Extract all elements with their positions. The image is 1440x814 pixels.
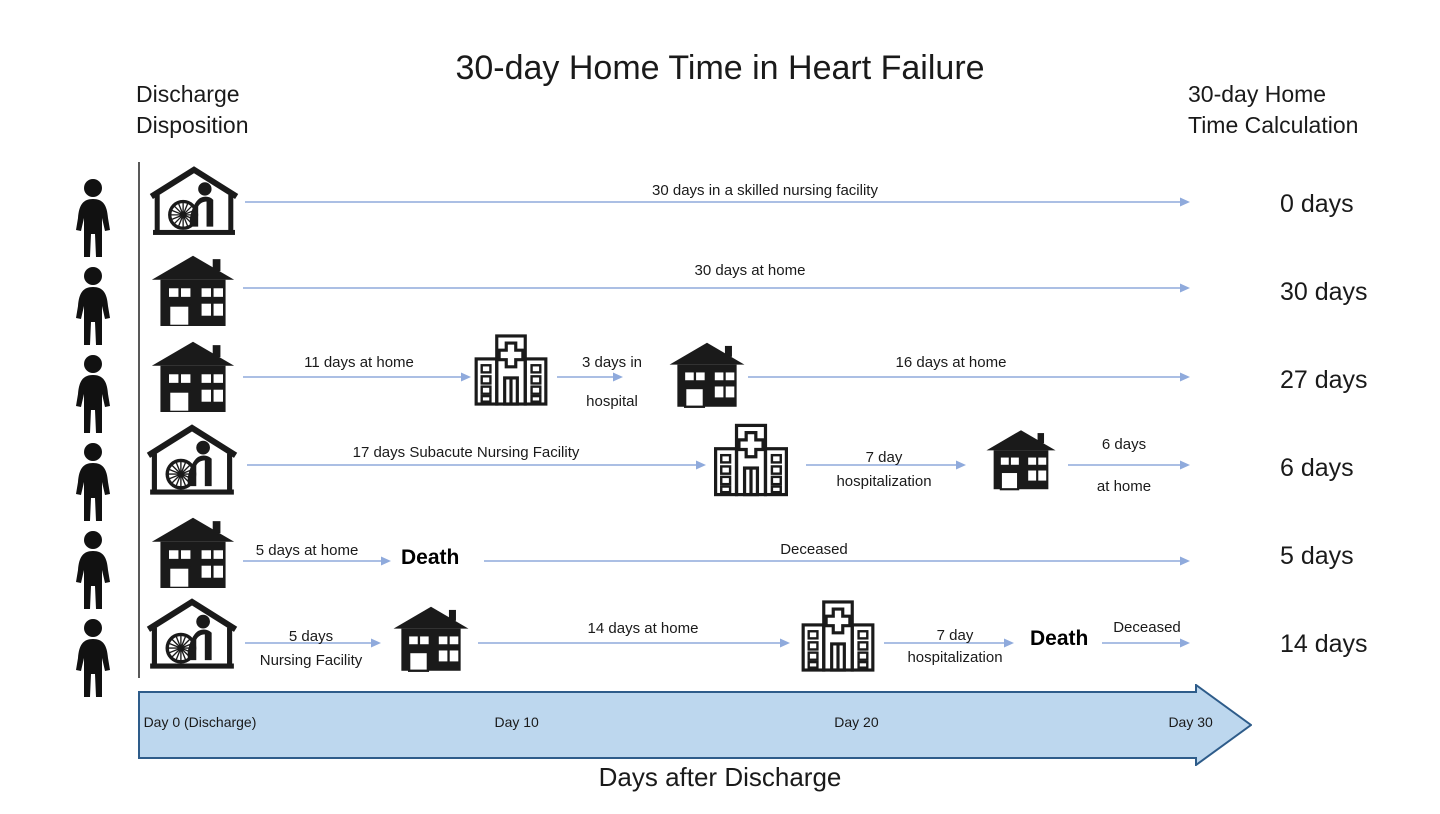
- segment-sublabel: Nursing Facility: [259, 652, 363, 669]
- start-home-icon: [150, 340, 236, 417]
- header-right-line2: Time Calculation: [1188, 112, 1359, 138]
- segment-label: 30 days in a skilled nursing facility: [652, 182, 878, 199]
- start-nursing-facility-icon: [145, 598, 239, 681]
- row-6: [0, 602, 1440, 697]
- flow-arrow: [1068, 460, 1190, 470]
- row-1: [0, 162, 1440, 257]
- row-5: [0, 514, 1440, 609]
- page-title: 30-day Home Time in Heart Failure: [455, 49, 985, 87]
- segment-label: 17 days Subacute Nursing Facility: [352, 444, 580, 461]
- start-home-icon: [150, 254, 236, 331]
- segment-label: 11 days at home: [304, 354, 414, 371]
- home-icon: [151, 255, 235, 328]
- flow-arrow: [806, 460, 966, 470]
- row-4: [0, 426, 1440, 521]
- segment-sublabel: at home: [1096, 478, 1152, 495]
- home-icon: [986, 430, 1056, 491]
- flow-arrow: [245, 197, 1190, 207]
- death-label: Death: [1030, 627, 1089, 650]
- nursing-facility-icon: [146, 424, 238, 495]
- flow-arrow: [243, 556, 391, 566]
- segment-label: 7 day: [865, 449, 903, 466]
- nursing-facility-icon: [146, 598, 238, 669]
- segment-label: 30 days at home: [694, 262, 806, 279]
- start-nursing-facility-icon: [148, 166, 240, 247]
- timeline-tick: Day 0 (Discharge): [143, 714, 257, 730]
- header-left-line1: Discharge: [136, 81, 240, 107]
- person-icon: [76, 619, 110, 697]
- flow-arrow: [748, 372, 1190, 382]
- header-left-line2: Disposition: [136, 112, 249, 138]
- person-icon: [76, 355, 110, 433]
- flow-arrow: [884, 638, 1014, 648]
- death-label: Death: [401, 546, 460, 569]
- home-time-result: 6 days: [1280, 454, 1354, 482]
- start-nursing-facility-icon: [145, 424, 239, 507]
- timeline-arrow-shape: [138, 683, 1253, 767]
- person-icon: [76, 179, 110, 257]
- segment-label: 16 days at home: [895, 354, 1007, 371]
- timeline-tick: Day 10: [494, 714, 539, 730]
- timeline-tick: Day 20: [834, 714, 879, 730]
- flow-arrow: [1102, 638, 1190, 648]
- person-icon-wrap: [73, 442, 113, 527]
- flow-arrow: [247, 460, 706, 470]
- header-right-line1: 30-day Home: [1188, 81, 1327, 107]
- home-icon: [393, 606, 469, 672]
- discharge-disposition-header: Discharge Disposition: [136, 79, 366, 141]
- hospital-icon: [474, 334, 548, 406]
- person-icon: [76, 531, 110, 609]
- segment-label: 5 days: [288, 628, 334, 645]
- hospital-icon: [714, 423, 789, 497]
- flow-arrow: [245, 638, 381, 648]
- mid-hospital-icon: [712, 423, 790, 502]
- flow-arrow: [557, 372, 623, 382]
- home-time-result: 30 days: [1280, 278, 1368, 306]
- mid-home-icon: [668, 340, 746, 413]
- person-icon-wrap: [73, 354, 113, 439]
- home-time-result: 5 days: [1280, 542, 1354, 570]
- segment-label: 14 days at home: [587, 620, 699, 637]
- row-2: [0, 250, 1440, 345]
- segment-label: 7 day: [936, 627, 974, 644]
- row-3: [0, 338, 1440, 433]
- person-icon-wrap: [73, 266, 113, 351]
- start-home-icon: [150, 516, 236, 593]
- mid-hospital-icon: [473, 332, 549, 413]
- home-icon: [151, 517, 235, 590]
- segment-label: 5 days at home: [255, 542, 359, 559]
- home-time-result: 27 days: [1280, 366, 1368, 394]
- person-icon-wrap: [73, 618, 113, 703]
- segment-label: 6 days: [1101, 436, 1147, 453]
- person-icon-wrap: [73, 530, 113, 615]
- nursing-facility-icon: [149, 166, 239, 235]
- flow-arrow: [243, 283, 1190, 293]
- person-icon: [76, 267, 110, 345]
- home-icon: [151, 341, 235, 414]
- person-icon: [76, 443, 110, 521]
- home-time-result: 0 days: [1280, 190, 1354, 218]
- timeline-arrow: Day 0 (Discharge) Day 10 Day 20 Day 30: [138, 683, 1253, 767]
- segment-label: 3 days in: [581, 354, 643, 371]
- mid-hospital-icon: [800, 598, 876, 679]
- home-icon: [669, 342, 745, 408]
- flow-arrow: [484, 556, 1190, 566]
- vertical-divider: [138, 162, 140, 678]
- hospital-icon: [801, 600, 875, 672]
- segment-sublabel: hospitalization: [907, 649, 1003, 666]
- flow-arrow: [478, 638, 790, 648]
- timeline-tick: Day 30: [1168, 714, 1213, 730]
- person-icon-wrap: [73, 178, 113, 263]
- flow-arrow: [243, 372, 471, 382]
- segment-label: Deceased: [780, 541, 848, 558]
- segment-sublabel: hospital: [586, 393, 638, 410]
- axis-title: Days after Discharge: [598, 762, 842, 792]
- segment-label: Deceased: [1113, 619, 1181, 636]
- mid-home-icon: [392, 604, 470, 677]
- segment-sublabel: hospitalization: [836, 473, 932, 490]
- mid-home-icon: [985, 427, 1057, 496]
- home-time-calculation-header: 30-day Home Time Calculation: [1188, 79, 1438, 141]
- home-time-result: 14 days: [1280, 630, 1368, 658]
